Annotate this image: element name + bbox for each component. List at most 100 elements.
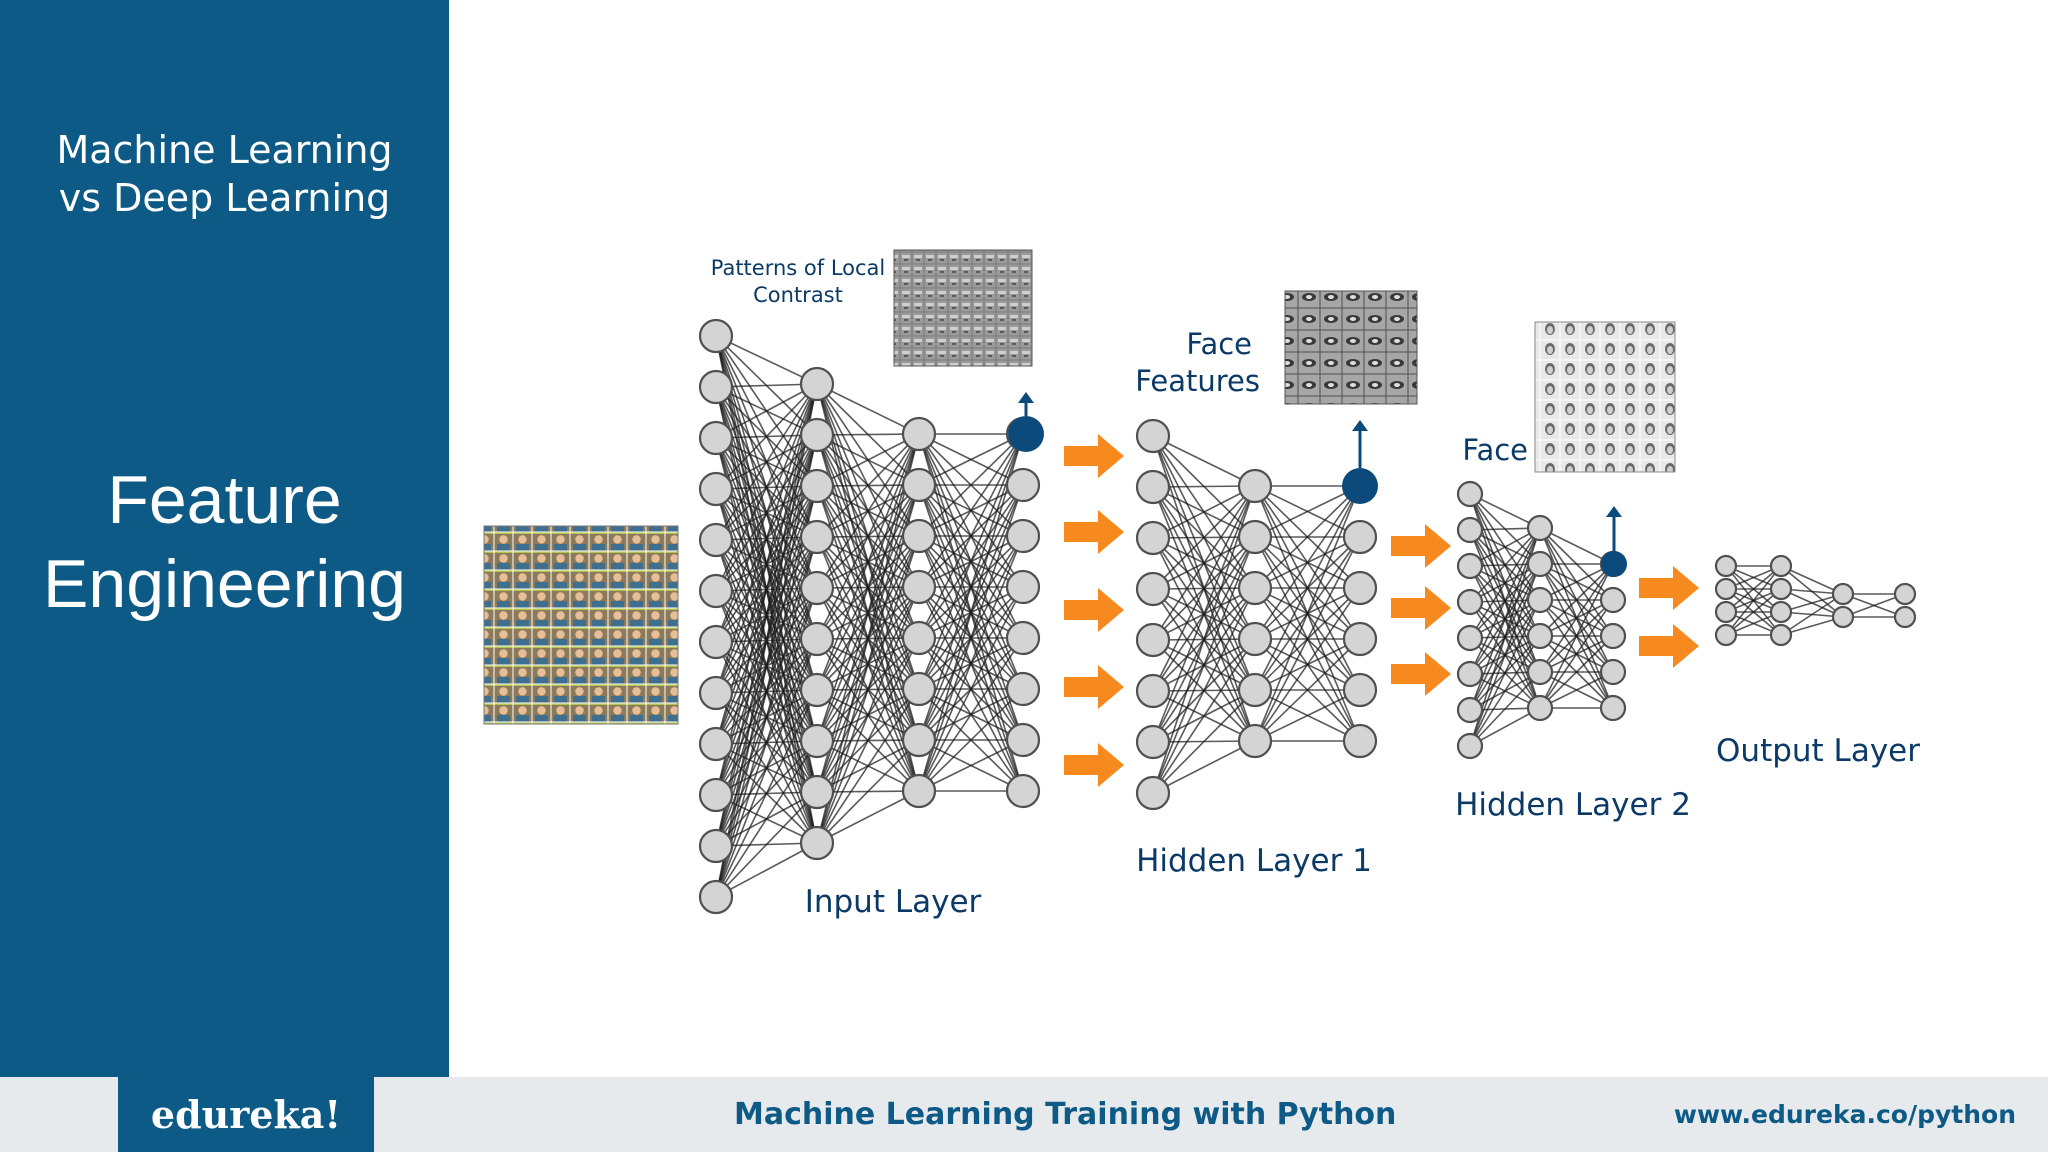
hidden-layer-1-network-node [1135,775,1171,811]
network-edge [1254,485,1361,742]
network-edge [816,433,920,589]
output-layer-network-node [1831,582,1855,606]
hidden-layer-1-network-node [1237,723,1273,759]
feature-pointers [1008,392,1627,577]
network-edge [918,433,1024,741]
hidden-layer-1-network-node [1342,672,1378,708]
network-edge [715,434,818,898]
hidden-layer-2-network-node [1526,658,1554,686]
right-arrow-icon [1064,588,1124,632]
hidden-layer-2-network-node [1456,732,1484,760]
hidden-layer-2-network-node [1526,550,1554,578]
hidden-layer-2-network-node [1526,694,1554,722]
hidden-layer-2-network-node [1456,660,1484,688]
network-edge [918,739,1024,792]
output-layer-network-node [1714,577,1738,601]
network-edge [1780,593,1844,636]
input-layer-network-node [698,522,734,558]
network-edge [715,383,818,643]
network-edge [1152,638,1256,794]
input-layer-network-node [698,777,734,813]
face-label: Face [1462,433,1528,467]
network-edge [1152,536,1256,794]
face-features-image [1284,290,1418,405]
network-edge [1152,485,1256,590]
input-layer-network-node [901,569,937,605]
network-edge [1152,689,1256,794]
input-layer-network-node [698,420,734,456]
output-layer-network-node [1893,582,1917,606]
hidden-layer-1-network-node [1135,520,1171,556]
network-edge [715,842,818,898]
network-edge [1469,707,1541,747]
input-layer-network-node [1005,467,1041,503]
hidden-layer-2-network-node [1456,624,1484,652]
network-edge [1725,565,1782,636]
up-arrow-icon [1352,420,1368,431]
input-layer-network-node [1005,620,1041,656]
network-edge [918,433,1024,639]
input-layer-network-node [1005,518,1041,554]
network-edge [715,383,818,592]
slide-title: Feature Engineering [0,458,449,626]
hidden-layer-1-network-node [1135,622,1171,658]
input-layer-network-node [799,672,835,708]
input-layer-network-node [799,570,835,606]
hidden-layer-1-network-node [1135,571,1171,607]
hidden-layer-2-network-node [1456,552,1484,580]
input-layer-network-node [799,774,835,810]
hidden-layer-2-network-node [1526,514,1554,542]
output-layer-network-node [1769,577,1793,601]
hidden-layer-1-network-node [1135,724,1171,760]
input-layer-network-node [1005,773,1041,809]
hidden-layer-2-network-node [1599,658,1627,686]
network-edge [1152,435,1256,487]
output-layer-network-node [1769,600,1793,624]
neural-network-diagram: Patterns of Local Contrast Face Features… [483,249,1920,920]
network-edge [715,689,818,898]
hidden-layer-1-network-node [1237,621,1273,657]
network-edge [918,688,1024,792]
input-layer-network-node [799,723,835,759]
network-edge [1469,599,1541,747]
input-layer-network-node [698,318,734,354]
up-arrow-icon [1606,506,1622,517]
input-layer-network-node [901,518,937,554]
output-layer-label: Output Layer [1716,733,1920,769]
network-edge [1469,527,1541,639]
right-arrow-icon [1064,665,1124,709]
right-arrow-icon [1639,566,1699,610]
input-layer-network-node [698,573,734,609]
network-edge [816,433,920,487]
right-arrow-icon [1639,624,1699,668]
network-edge [1539,563,1614,601]
input-layer-network-node [698,369,734,405]
face-features-pointer-node [1342,468,1378,504]
hidden-layer-2-network-node [1456,516,1484,544]
network-edges [715,335,1906,898]
network-edge [1780,565,1844,595]
network-edge [816,739,920,844]
network-edge [715,740,818,898]
network-edge [715,383,818,745]
network-edge [1254,587,1361,742]
input-layer-network-node [901,722,937,758]
network-edge [1725,565,1782,613]
input-layer-network-node [698,726,734,762]
input-layer-network-node [1005,671,1041,707]
input-layer-network-node [901,416,937,452]
network-edge [1152,587,1256,794]
course-url-link[interactable]: www.edureka.co/python [1673,1100,2016,1129]
network-edge [918,433,1024,690]
network-edge [1254,485,1361,640]
network-edge [715,638,818,898]
network-edge [1254,485,1361,538]
input-layer-network-node [799,825,835,861]
network-edge [816,586,920,844]
network-edge [715,335,818,385]
hidden-layer-2-network-node [1526,586,1554,614]
hidden-layer-2-network-node [1456,588,1484,616]
network-edge [918,535,1024,792]
hidden-layer-1-network-node [1342,723,1378,759]
local-contrast-patterns-image [893,249,1033,367]
